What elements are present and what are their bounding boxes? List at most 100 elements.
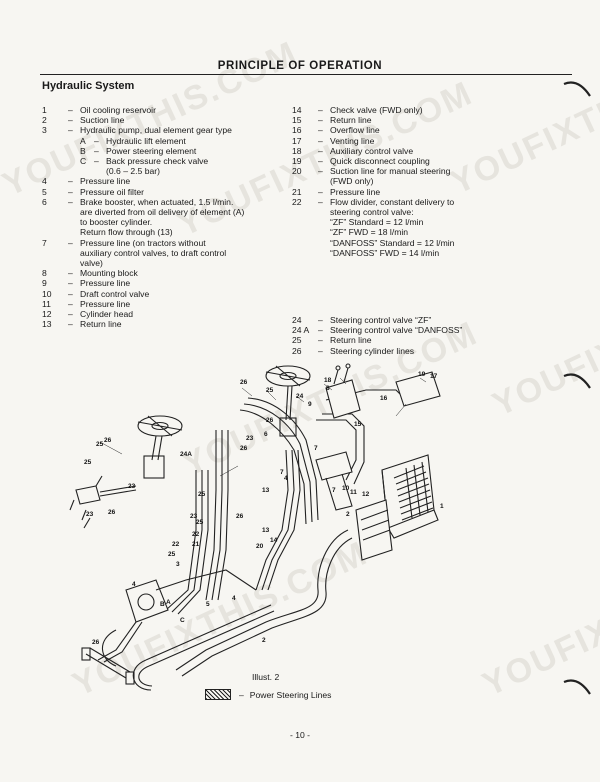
callout-number: 25 bbox=[84, 459, 92, 466]
legend-sub-text: Hydraulic lift element bbox=[106, 135, 186, 146]
legend-text: Steering control valve “ZF” bbox=[330, 315, 432, 325]
callout-number: A bbox=[166, 599, 171, 606]
legend-dash: – bbox=[68, 288, 73, 299]
line-key: – Power Steering Lines bbox=[205, 689, 331, 700]
legend-text: Pressure line (on tractors without bbox=[80, 237, 206, 248]
callout-number: 23 bbox=[86, 511, 94, 518]
legend-text: Pressure line bbox=[80, 176, 131, 187]
legend-sub-text: Power steering element bbox=[106, 145, 197, 156]
legend-subitem: C–Back pressure check valve bbox=[42, 156, 302, 166]
binder-hole-mark bbox=[563, 81, 591, 97]
legend-continuation: “DANFOSS” FWD = 14 l/min bbox=[330, 247, 440, 258]
callout-number: 23 bbox=[246, 435, 254, 442]
legend-sub-letter: C bbox=[80, 156, 87, 167]
legend-dash: – bbox=[68, 125, 73, 136]
legend-item: 14 –Check valve (FWD only) bbox=[292, 105, 562, 115]
legend-text: Pressure line bbox=[330, 186, 381, 197]
callout-number: 2 bbox=[262, 637, 266, 644]
legend-dash: – bbox=[318, 166, 323, 177]
legend-dash: – bbox=[318, 135, 323, 146]
diagram-lines bbox=[69, 363, 441, 691]
callout-number: 4 bbox=[284, 475, 288, 482]
legend-dash: – bbox=[318, 105, 323, 115]
legend-text: Venting line bbox=[330, 135, 375, 146]
legend-text: Overflow line bbox=[330, 125, 380, 136]
hydraulic-pump bbox=[81, 579, 169, 685]
callout-number: 26 bbox=[240, 445, 248, 452]
legend-text: Check valve (FWD only) bbox=[330, 105, 423, 115]
legend-continuation: valve) bbox=[80, 258, 103, 269]
legend-text: Suction line for manual steering bbox=[330, 166, 451, 177]
legend-item: 8–Mounting block bbox=[42, 268, 302, 278]
legend-number: 3 bbox=[42, 125, 47, 136]
legend-text: Quick disconnect coupling bbox=[330, 156, 430, 167]
legend-continuation: “ZF” FWD = 18 l/min bbox=[330, 227, 409, 238]
legend-text: Cylinder head bbox=[80, 309, 134, 320]
legend-number: 1 bbox=[42, 105, 47, 115]
legend-dash: – bbox=[68, 309, 73, 320]
legend-item: 18–Auxiliary control valve bbox=[292, 146, 562, 156]
steering-wheel-danfoss bbox=[137, 415, 183, 479]
legend-number: 20 bbox=[292, 166, 302, 177]
legend-item: 6–Brake booster, when actuated, 1.5 l/mi… bbox=[42, 197, 302, 207]
callout-number: 7 bbox=[280, 469, 284, 476]
callout-number: 20 bbox=[256, 543, 264, 550]
callout-number: 23 bbox=[128, 483, 136, 490]
legend-text: Pressure oil filter bbox=[80, 186, 144, 197]
legend-text: Return line bbox=[330, 335, 372, 346]
pressure-line-lower bbox=[101, 569, 257, 667]
legend-dash: – bbox=[318, 325, 323, 336]
legend-number: 12 bbox=[42, 309, 52, 320]
legend-text: Steering control valve “DANFOSS” bbox=[330, 325, 463, 336]
legend-item: 2–Suction line bbox=[42, 115, 302, 125]
legend-number: 8 bbox=[42, 268, 47, 279]
leader-lines bbox=[99, 377, 427, 477]
callout-number: 19 bbox=[418, 371, 426, 378]
legend-number: 4 bbox=[42, 176, 47, 187]
legend-item: 13–Return line bbox=[42, 319, 302, 329]
callout-number: 7 bbox=[332, 487, 336, 494]
legend-number: 24 A bbox=[292, 325, 310, 336]
legend-number: 2 bbox=[42, 115, 47, 126]
legend-text: Auxiliary control valve bbox=[330, 145, 414, 156]
callout-number: 9 bbox=[308, 401, 312, 408]
header-rule bbox=[40, 74, 572, 75]
legend-text: Hydraulic pump, dual element gear type bbox=[80, 125, 232, 136]
legend-dash: – bbox=[318, 156, 323, 167]
legend-continuation: (FWD only) bbox=[330, 176, 374, 187]
legend-number: 14 bbox=[292, 105, 302, 115]
legend-item: 5–Pressure oil filter bbox=[42, 187, 302, 197]
legend-number: 6 bbox=[42, 196, 47, 207]
legend-item: 19–Quick disconnect coupling bbox=[292, 156, 562, 166]
binder-hole-mark bbox=[563, 679, 591, 695]
legend-item: 20 –Suction line for manual steering bbox=[292, 166, 562, 176]
control-valves bbox=[315, 363, 441, 511]
legend-text: Return line bbox=[80, 319, 122, 330]
callout-number: 22 bbox=[172, 541, 180, 548]
legend-dash: – bbox=[318, 186, 323, 197]
legend-number: 11 bbox=[42, 298, 51, 309]
line-bundle bbox=[165, 389, 407, 615]
callout-number: 18 bbox=[324, 377, 332, 384]
callout-number: 7 bbox=[314, 445, 318, 452]
callout-number: 3 bbox=[176, 561, 180, 568]
legend-text: Pressure line bbox=[80, 298, 131, 309]
callout-number: 15 bbox=[354, 421, 362, 428]
callout-number: 26 bbox=[108, 509, 116, 516]
callout-number: 25 bbox=[266, 387, 274, 394]
legend-dash: – bbox=[318, 315, 323, 325]
legend-dash: – bbox=[94, 135, 99, 146]
legend-dash: – bbox=[68, 115, 73, 126]
legend-item: 12 –Cylinder head bbox=[42, 309, 302, 319]
legend-number: 10 bbox=[42, 288, 52, 299]
legend-dash: – bbox=[68, 278, 73, 289]
callout-number: 8 bbox=[326, 385, 330, 392]
page-title: PRINCIPLE OF OPERATION bbox=[217, 60, 383, 72]
legend-item: 4–Pressure line bbox=[42, 176, 302, 186]
callout-number: 25 bbox=[96, 441, 104, 448]
callout-number: 16 bbox=[380, 395, 388, 402]
legend-item: 24 A–Steering control valve “DANFOSS” bbox=[292, 325, 562, 335]
callout-number: B bbox=[160, 601, 165, 608]
legend-number: 15 bbox=[292, 115, 302, 126]
legend-number: 18 bbox=[292, 145, 302, 156]
